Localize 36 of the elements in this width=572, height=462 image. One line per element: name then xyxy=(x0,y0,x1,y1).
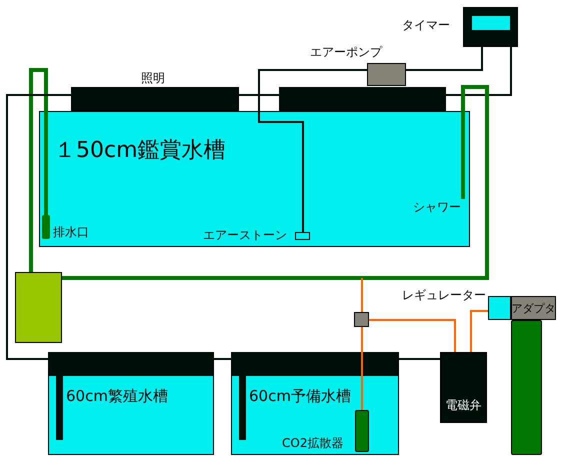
tank-title: 60cm予備水槽 xyxy=(249,388,351,406)
tank-title: １50cm鑑賞水槽 xyxy=(54,138,226,164)
power-cable xyxy=(446,47,512,96)
gas-cylinder xyxy=(511,320,542,455)
aquarium-tank xyxy=(39,111,470,247)
gas-tube xyxy=(470,310,488,352)
water-hose xyxy=(62,85,489,280)
label: シャワー xyxy=(413,199,465,215)
outlet-pipe xyxy=(42,215,50,239)
power-cable xyxy=(6,94,71,360)
power-cable xyxy=(214,358,231,360)
power-cable xyxy=(258,69,367,232)
air-stone xyxy=(295,232,310,240)
gas-tube xyxy=(361,327,363,410)
part-label: CO2拡散器 xyxy=(282,437,344,451)
gas-tube xyxy=(361,278,363,312)
part-label: エアーストーン xyxy=(203,229,287,243)
connector-box xyxy=(354,312,369,327)
tank-title: 60cm繁殖水槽 xyxy=(66,388,168,406)
light-bar xyxy=(279,87,446,111)
power-cable xyxy=(406,47,483,71)
diffuser xyxy=(355,410,369,452)
valve-box: 電磁弁 xyxy=(440,352,487,423)
filter-box xyxy=(15,272,62,343)
water-hose xyxy=(29,68,48,272)
power-cable xyxy=(239,94,279,96)
aquarium-tank xyxy=(48,352,214,455)
part-label: 排水口 xyxy=(53,226,89,240)
power-cable xyxy=(399,358,440,360)
gas-tube xyxy=(369,319,456,352)
label: レギュレーター xyxy=(402,289,486,303)
label: エアーポンプ xyxy=(310,46,382,60)
label: 照明 xyxy=(141,72,165,86)
aquarium-tank xyxy=(231,352,399,455)
adapter-box: アダプタ xyxy=(511,296,556,320)
label: タイマー xyxy=(402,19,450,33)
